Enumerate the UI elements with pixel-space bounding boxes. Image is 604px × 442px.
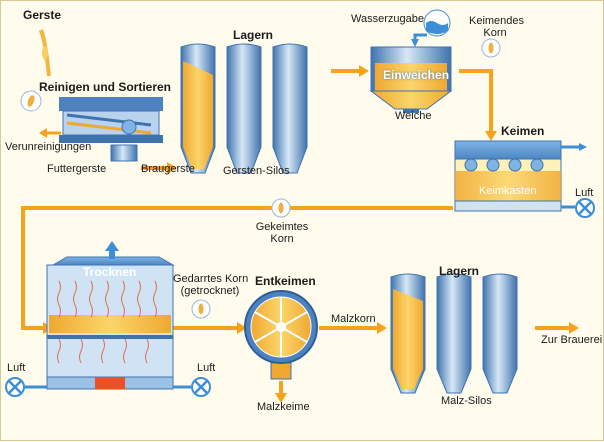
fan-icon-mid [191, 377, 211, 397]
weiche-tank [369, 46, 453, 113]
label-lagern-top: Lagern [233, 28, 274, 42]
dried-grain-icon [191, 299, 211, 319]
label-entkeimen: Entkeimen [255, 274, 316, 288]
label-malz-silos: Malz-Silos [441, 395, 492, 407]
germinated-grain-icon [271, 198, 291, 218]
fan-icon-left [5, 377, 25, 397]
label-keimen: Keimen [501, 124, 545, 138]
sprouting-grain-icon [481, 38, 501, 58]
label-gekeimtes-line1: Gekeimtes [255, 221, 309, 233]
label-trocknen: Trocknen [83, 265, 137, 279]
label-braugerste: Braugerste [141, 163, 195, 175]
keimkasten [454, 140, 587, 212]
label-gekeimtes-line2: Korn [270, 233, 294, 245]
label-luft-left: Luft [7, 362, 26, 374]
cleaning-machine [59, 97, 163, 162]
label-keimkasten: Keimkasten [479, 185, 537, 197]
label-luft-right: Luft [575, 187, 594, 199]
water-drop-icon [411, 9, 451, 47]
label-keimendes-line1: Keimendes [469, 15, 525, 27]
flow-lines [21, 69, 571, 395]
label-gedarrtes-line1: Gedarrtes Korn [173, 273, 249, 285]
label-gekeimtes: Gekeimtes Korn [255, 221, 309, 245]
label-gerste: Gerste [23, 8, 62, 22]
label-zur-brauerei: Zur Brauerei [541, 334, 603, 346]
grain-icon [20, 90, 42, 112]
label-keimendes: Keimendes Korn [469, 15, 525, 39]
grain-stream-icon [39, 29, 51, 76]
label-weiche: Weiche [395, 110, 432, 122]
label-malzkeime: Malzkeime [257, 401, 310, 413]
entkeimer-drum [244, 290, 318, 380]
label-luft-mid: Luft [197, 362, 216, 374]
label-lagern-bottom: Lagern [439, 264, 480, 278]
gersten-silos [180, 43, 308, 174]
label-gersten-silos: Gersten-Silos [223, 165, 290, 177]
fan-icon [575, 198, 595, 218]
label-futtergerste: Futtergerste [47, 163, 107, 175]
label-gedarrtes-line2: (getrocknet) [180, 285, 240, 297]
label-wasserzugabe: Wasserzugabe [351, 13, 424, 25]
malz-silos [390, 273, 518, 394]
label-gedarrtes: Gedarrtes Korn (getrocknet) [173, 273, 249, 297]
label-malzkorn: Malzkorn [331, 313, 376, 325]
label-einweichen: Einweichen [383, 68, 450, 82]
label-keimendes-line2: Korn [483, 27, 507, 39]
label-verunreinigungen: Verunreinigungen [5, 141, 92, 153]
label-reinigen: Reinigen und Sortieren [39, 80, 172, 94]
darre-kiln [19, 241, 191, 390]
